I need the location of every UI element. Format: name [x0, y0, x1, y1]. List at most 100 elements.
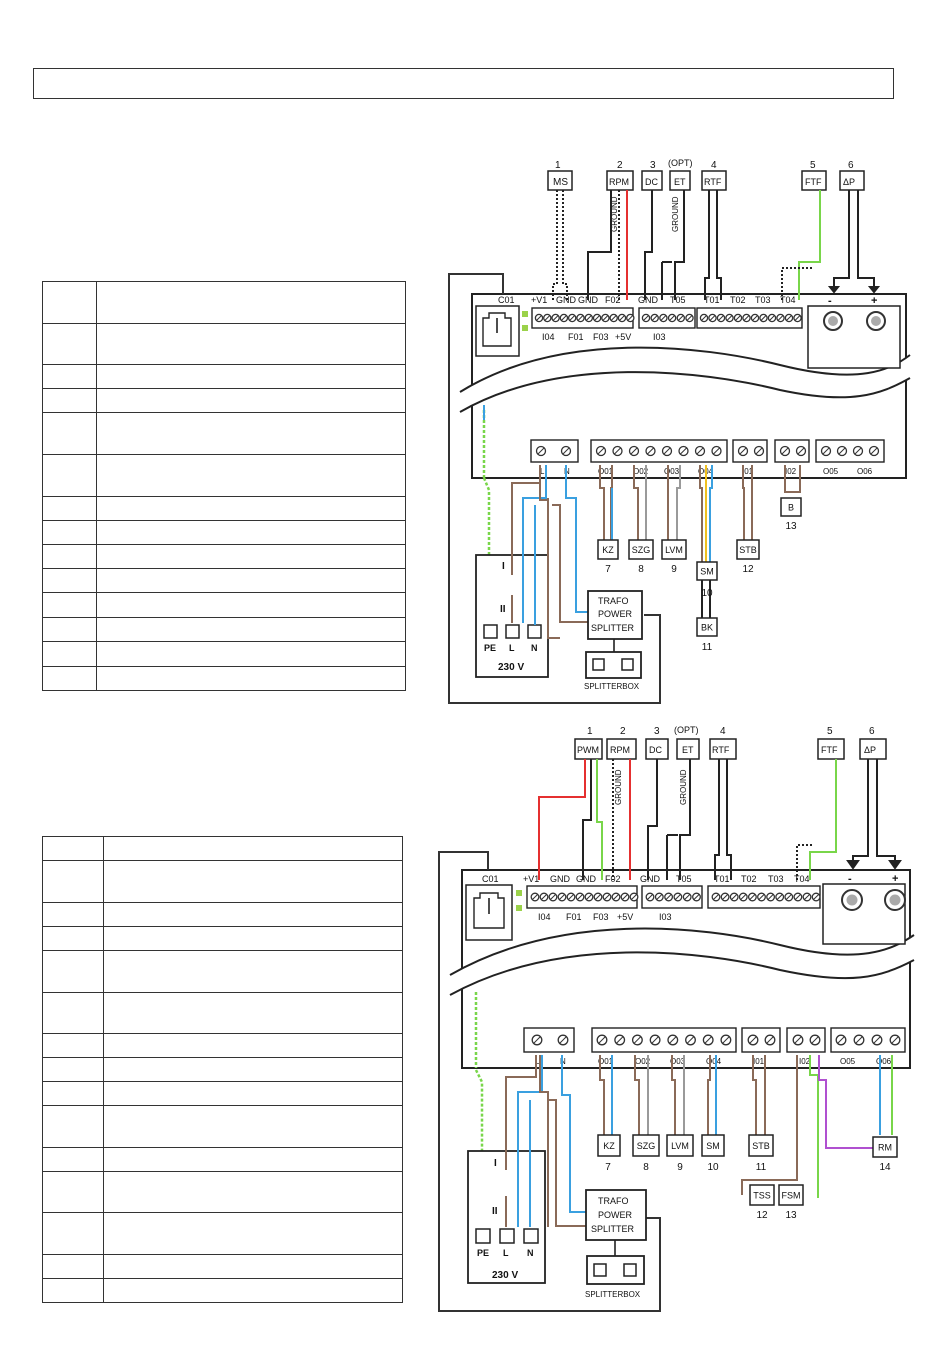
output-wires [599, 1055, 893, 1198]
trafo-text: TRAFO [598, 1196, 629, 1206]
output-number: 8 [643, 1162, 649, 1173]
screw-slot [619, 315, 625, 321]
screw-slot [612, 893, 620, 901]
screw-slot [633, 1036, 642, 1044]
screw-slot [760, 315, 767, 321]
legend-row [42, 1057, 403, 1082]
output-number: 12 [756, 1210, 768, 1221]
screw-slot [630, 447, 638, 455]
legend-row [42, 950, 403, 993]
legend-row [42, 496, 406, 521]
legend-table-bottom [42, 836, 403, 1303]
output-number: 12 [742, 564, 754, 575]
trafo-text: TRAFO [598, 596, 629, 606]
output-b: B13 [780, 497, 802, 532]
screw-slot [559, 1036, 567, 1044]
screw-slot [686, 1036, 695, 1044]
legend-row [42, 454, 406, 497]
sensor-ftf: 5 FTF [817, 726, 845, 760]
label-i03: I03 [653, 332, 666, 342]
label-i01: I01 [753, 1057, 765, 1066]
output-label: LVM [665, 545, 683, 555]
output-box [701, 1134, 725, 1157]
output-label: LVM [671, 1141, 689, 1151]
sensor-et: (OPT) ET [668, 158, 693, 191]
label-t01: T01 [714, 874, 730, 884]
sensor-number: 2 [620, 726, 626, 737]
legend-description-cell [96, 496, 406, 521]
screw-slot [776, 893, 783, 901]
mains-label-i: I [502, 561, 505, 572]
legend-row [42, 520, 406, 545]
label-o03: O03 [670, 1057, 686, 1066]
legend-description-cell [103, 1057, 403, 1082]
screw-slot [767, 893, 774, 901]
screw-slot [701, 315, 707, 321]
legend-number-cell [42, 520, 97, 545]
sensor-number: 1 [555, 160, 561, 171]
legend-description-cell [96, 281, 406, 324]
output-label: STB [739, 545, 757, 555]
label-o01: O01 [598, 467, 614, 476]
trafo-power-splitter: TRAFO POWER SPLITTER SPLITTERBOX [584, 590, 643, 691]
legend-table-top [42, 281, 406, 691]
sensor-label: RPM [609, 177, 629, 187]
screw-slot [646, 893, 654, 901]
label-o06: O06 [857, 467, 873, 476]
screw-slot [731, 893, 738, 901]
legend-number-cell [42, 568, 97, 593]
label-t04: T04 [780, 295, 796, 305]
output-number: 8 [638, 564, 644, 575]
output-tss: TSS 12 [749, 1184, 775, 1221]
trafo-text: SPLITTER [591, 1224, 635, 1234]
screw-slot [665, 893, 672, 901]
screw-slot [646, 447, 655, 455]
label-plus: + [892, 873, 898, 885]
screw-slot [837, 1036, 845, 1044]
screw-slot [712, 893, 720, 901]
wiring-diagram-bottom: C01 +V1 GND GND F02 GND T05 T01 T02 T03 … [438, 725, 915, 1312]
output-label: SZG [637, 1141, 656, 1151]
legend-description-cell [103, 1212, 403, 1255]
output-kz: KZ7 [597, 1134, 621, 1173]
label-o03: O03 [664, 467, 680, 476]
screw-slot [669, 315, 675, 321]
screw-slot [603, 893, 611, 901]
screw-slot [794, 1036, 802, 1044]
label-f03: F03 [593, 912, 609, 922]
screw-slot [786, 315, 792, 321]
legend-row [42, 1147, 403, 1172]
screw-slot [752, 315, 758, 321]
label-t03: T03 [755, 295, 771, 305]
output-label: TSS [753, 1191, 771, 1201]
output-label: KZ [602, 545, 614, 555]
screw-slot [749, 1036, 757, 1044]
sensor-label: MS [553, 177, 568, 188]
screw-slot [686, 315, 693, 321]
screw-slot [613, 447, 622, 455]
sensor-rtf: 4 RTF [709, 726, 737, 760]
label-c01: C01 [498, 295, 515, 305]
sensor-label: ET [682, 745, 694, 755]
screw-slot [577, 315, 584, 321]
sensor-et: (OPT) ET [674, 725, 700, 760]
label-i01: I01 [742, 467, 754, 476]
splitterbox-label: SPLITTERBOX [585, 1290, 641, 1299]
label-f02: F02 [605, 295, 621, 305]
legend-description-cell [103, 836, 403, 861]
mains-wires [505, 1055, 586, 1227]
screw-slot [684, 893, 691, 901]
sensor-label: ET [674, 177, 686, 187]
splitterbox-label: SPLITTERBOX [584, 682, 640, 691]
label-o05: O05 [840, 1057, 856, 1066]
output-box [778, 1184, 804, 1206]
screw-slot [594, 893, 602, 901]
title-bar [33, 68, 894, 99]
output-label: RM [878, 1143, 892, 1153]
screw-slot [693, 893, 700, 901]
output-szg: SZG 8 [632, 1134, 660, 1173]
mains-label-n: N [531, 643, 538, 653]
output-number: 11 [702, 642, 713, 653]
output-label: B [788, 503, 794, 513]
